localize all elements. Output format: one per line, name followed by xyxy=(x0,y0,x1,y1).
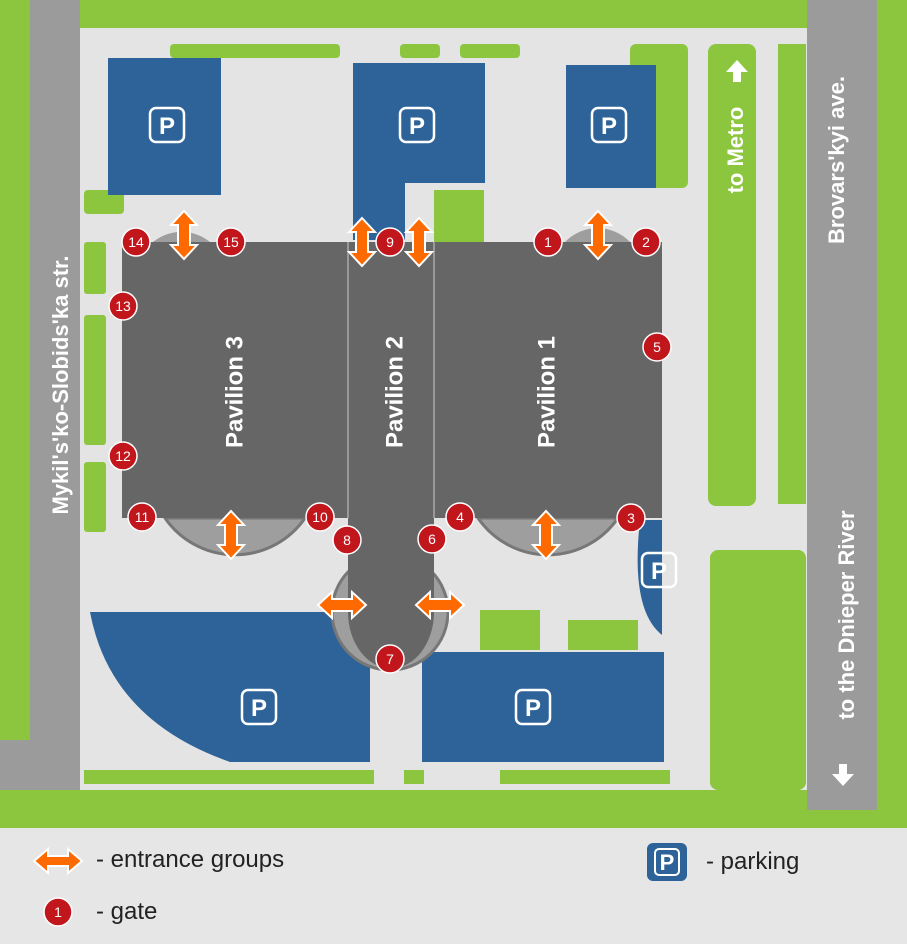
entrance-arrow-icon xyxy=(215,509,247,561)
gate-13: 13 xyxy=(108,291,138,321)
street-label-right: Brovars'kyi ave. xyxy=(824,76,849,244)
street-label-left: Mykil's'ko-Slobids'ka str. xyxy=(48,255,73,514)
gate-10: 10 xyxy=(305,502,335,532)
svg-text:P: P xyxy=(660,850,675,875)
svg-text:7: 7 xyxy=(386,651,394,667)
entrance-arrow-icon xyxy=(403,216,435,268)
entrance-arrow-icon xyxy=(582,209,614,261)
svg-text:5: 5 xyxy=(653,339,661,355)
green-areas xyxy=(84,44,806,790)
svg-text:1: 1 xyxy=(544,234,552,250)
entrance-arrow-icon xyxy=(316,589,368,621)
svg-text:P: P xyxy=(525,695,541,722)
entrance-arrow-icon xyxy=(346,216,378,268)
svg-text:4: 4 xyxy=(456,509,464,525)
arrow-up-icon xyxy=(726,60,748,82)
svg-text:P: P xyxy=(159,113,175,140)
parking-sign: P xyxy=(148,106,186,144)
svg-text:2: 2 xyxy=(642,234,650,250)
gate-2: 2 xyxy=(631,227,661,257)
river-direction-label: to the Dnieper River xyxy=(834,510,859,719)
legend-parking-label: - parking xyxy=(706,848,800,875)
gate-4: 4 xyxy=(445,502,475,532)
svg-text:9: 9 xyxy=(386,234,394,250)
parking-icon: P xyxy=(647,843,687,881)
gate-5: 5 xyxy=(642,332,672,362)
legend-entrance-label: - entrance groups xyxy=(96,846,285,873)
legend-gate-label: - gate xyxy=(96,898,158,925)
pavilion-3-label: Pavilion 3 xyxy=(221,336,248,448)
gate-6: 6 xyxy=(417,524,447,554)
svg-text:P: P xyxy=(601,113,617,140)
arrow-down-icon xyxy=(832,764,854,786)
gate-icon: 1 xyxy=(43,897,73,927)
parking-lots xyxy=(90,58,664,762)
svg-text:6: 6 xyxy=(428,531,436,547)
entrance-arrow-icon xyxy=(414,589,466,621)
road-left xyxy=(30,0,80,790)
svg-text:P: P xyxy=(409,113,425,140)
entrance-arrow-icon xyxy=(530,509,562,561)
gate-9: 9 xyxy=(375,227,405,257)
svg-text:P: P xyxy=(251,695,267,722)
entrance-arrow-icon xyxy=(32,846,84,876)
parking-sign: P xyxy=(514,688,552,726)
map-canvas: Mykil's'ko-Slobids'ka str. Brovars'kyi av… xyxy=(0,0,907,830)
metro-direction-label: to Metro xyxy=(723,107,748,194)
svg-text:13: 13 xyxy=(115,298,131,314)
entrance-arrow-icon xyxy=(168,209,200,261)
svg-text:8: 8 xyxy=(343,532,351,548)
gate-8: 8 xyxy=(332,525,362,555)
parking-sign: P xyxy=(590,106,628,144)
gate-3: 3 xyxy=(616,503,646,533)
svg-text:3: 3 xyxy=(627,510,635,526)
legend: - entrance groups 1 - gate P - parking xyxy=(0,828,907,944)
pavilion-1-label: Pavilion 1 xyxy=(533,336,560,448)
parking-sign: P xyxy=(240,688,278,726)
svg-text:15: 15 xyxy=(223,234,239,250)
svg-text:10: 10 xyxy=(312,509,328,525)
svg-text:12: 12 xyxy=(115,448,131,464)
road-right xyxy=(807,0,877,810)
svg-text:11: 11 xyxy=(135,509,150,525)
gate-12: 12 xyxy=(108,441,138,471)
gate-1: 1 xyxy=(533,227,563,257)
svg-text:P: P xyxy=(651,558,667,585)
gate-11: 11 xyxy=(127,502,157,532)
parking-sign: P xyxy=(640,551,678,589)
parking-sign: P xyxy=(398,106,436,144)
pavilion-2-label: Pavilion 2 xyxy=(381,336,408,448)
gate-15: 15 xyxy=(216,227,246,257)
svg-text:1: 1 xyxy=(54,904,62,920)
gate-14: 14 xyxy=(121,227,151,257)
svg-text:14: 14 xyxy=(128,234,144,250)
gate-7: 7 xyxy=(375,644,405,674)
